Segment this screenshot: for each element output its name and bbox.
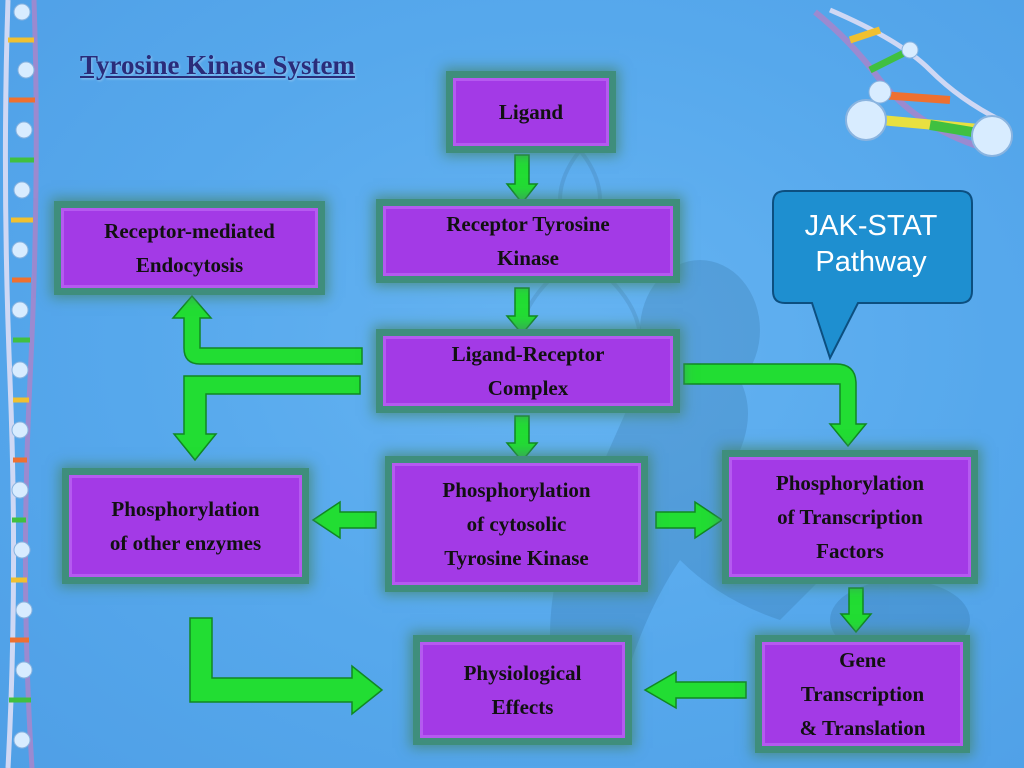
arrow-other-enzymes-to-physiological bbox=[189, 617, 384, 716]
box-ligand: Ligand bbox=[453, 78, 609, 146]
arrow-complex-to-transcription-factors bbox=[683, 363, 868, 448]
jak-stat-callout-label: JAK-STAT Pathway bbox=[773, 208, 969, 280]
gene-line-1: Gene bbox=[839, 648, 886, 672]
arrow-gene-to-physiological bbox=[643, 670, 747, 710]
arrow-cytosolic-to-transcription-factors bbox=[655, 500, 724, 540]
receptor-tk-line-2: Kinase bbox=[497, 246, 559, 270]
box-physiological-effects: Physiological Effects bbox=[420, 642, 625, 738]
transcription-factors-line-1: Phosphorylation bbox=[775, 471, 925, 495]
physiological-line-1: Physiological bbox=[463, 661, 582, 685]
gene-line-3: & Translation bbox=[799, 716, 926, 740]
cytosolic-line-1: Phosphorylation bbox=[442, 478, 591, 502]
transcription-factors-line-3: Factors bbox=[816, 539, 884, 563]
arrows bbox=[171, 154, 873, 716]
physiological-line-2: Effects bbox=[491, 695, 554, 719]
arrow-cytosolic-to-other-enzymes bbox=[311, 500, 377, 540]
callout-line-1: JAK-STAT bbox=[804, 210, 938, 242]
arrow-ligand-to-receptor bbox=[505, 154, 539, 205]
box-phosphorylation-transcription-factors: Phosphorylation of Transcription Factors bbox=[729, 457, 971, 577]
cytosolic-line-3: Tyrosine Kinase bbox=[444, 546, 589, 570]
endocytosis-line-2: Endocytosis bbox=[135, 253, 244, 277]
other-enzymes-line-2: of other enzymes bbox=[109, 531, 262, 555]
arrow-complex-to-endocytosis bbox=[171, 294, 363, 365]
box-gene-transcription-translation: Gene Transcription & Translation bbox=[762, 642, 963, 746]
arrow-complex-to-other-enzymes bbox=[172, 375, 361, 462]
box-ligand-receptor-complex: Ligand-Receptor Complex bbox=[383, 336, 673, 406]
box-receptor-mediated-endocytosis: Receptor-mediated Endocytosis bbox=[61, 208, 318, 288]
complex-line-2: Complex bbox=[487, 376, 569, 400]
cytosolic-line-2: of cytosolic bbox=[466, 512, 567, 536]
box-phosphorylation-other-enzymes: Phosphorylation of other enzymes bbox=[69, 475, 302, 577]
arrow-complex-to-cytosolic bbox=[505, 415, 539, 463]
corner-dna-ornament bbox=[813, 7, 1013, 157]
box-receptor-tyrosine-kinase: Receptor Tyrosine Kinase bbox=[383, 206, 673, 276]
left-dna-border bbox=[2, 0, 39, 768]
gene-line-2: Transcription bbox=[800, 682, 925, 706]
box-phosphorylation-cytosolic-tyrosine-kinase: Phosphorylation of cytosolic Tyrosine Ki… bbox=[392, 463, 641, 585]
arrow-transcription-factors-to-gene bbox=[839, 587, 873, 634]
arrow-receptor-to-complex bbox=[505, 287, 539, 336]
callout-line-2: Pathway bbox=[815, 246, 927, 278]
box-ligand-label: Ligand bbox=[498, 100, 564, 124]
endocytosis-line-1: Receptor-mediated bbox=[104, 219, 275, 243]
jak-stat-callout-shape bbox=[772, 190, 973, 361]
other-enzymes-line-1: Phosphorylation bbox=[111, 497, 260, 521]
receptor-tk-line-1: Receptor Tyrosine bbox=[446, 212, 610, 236]
page-title: Tyrosine Kinase System bbox=[80, 50, 356, 80]
complex-line-1: Ligand-Receptor bbox=[451, 342, 605, 366]
transcription-factors-line-2: of Transcription bbox=[777, 505, 923, 529]
